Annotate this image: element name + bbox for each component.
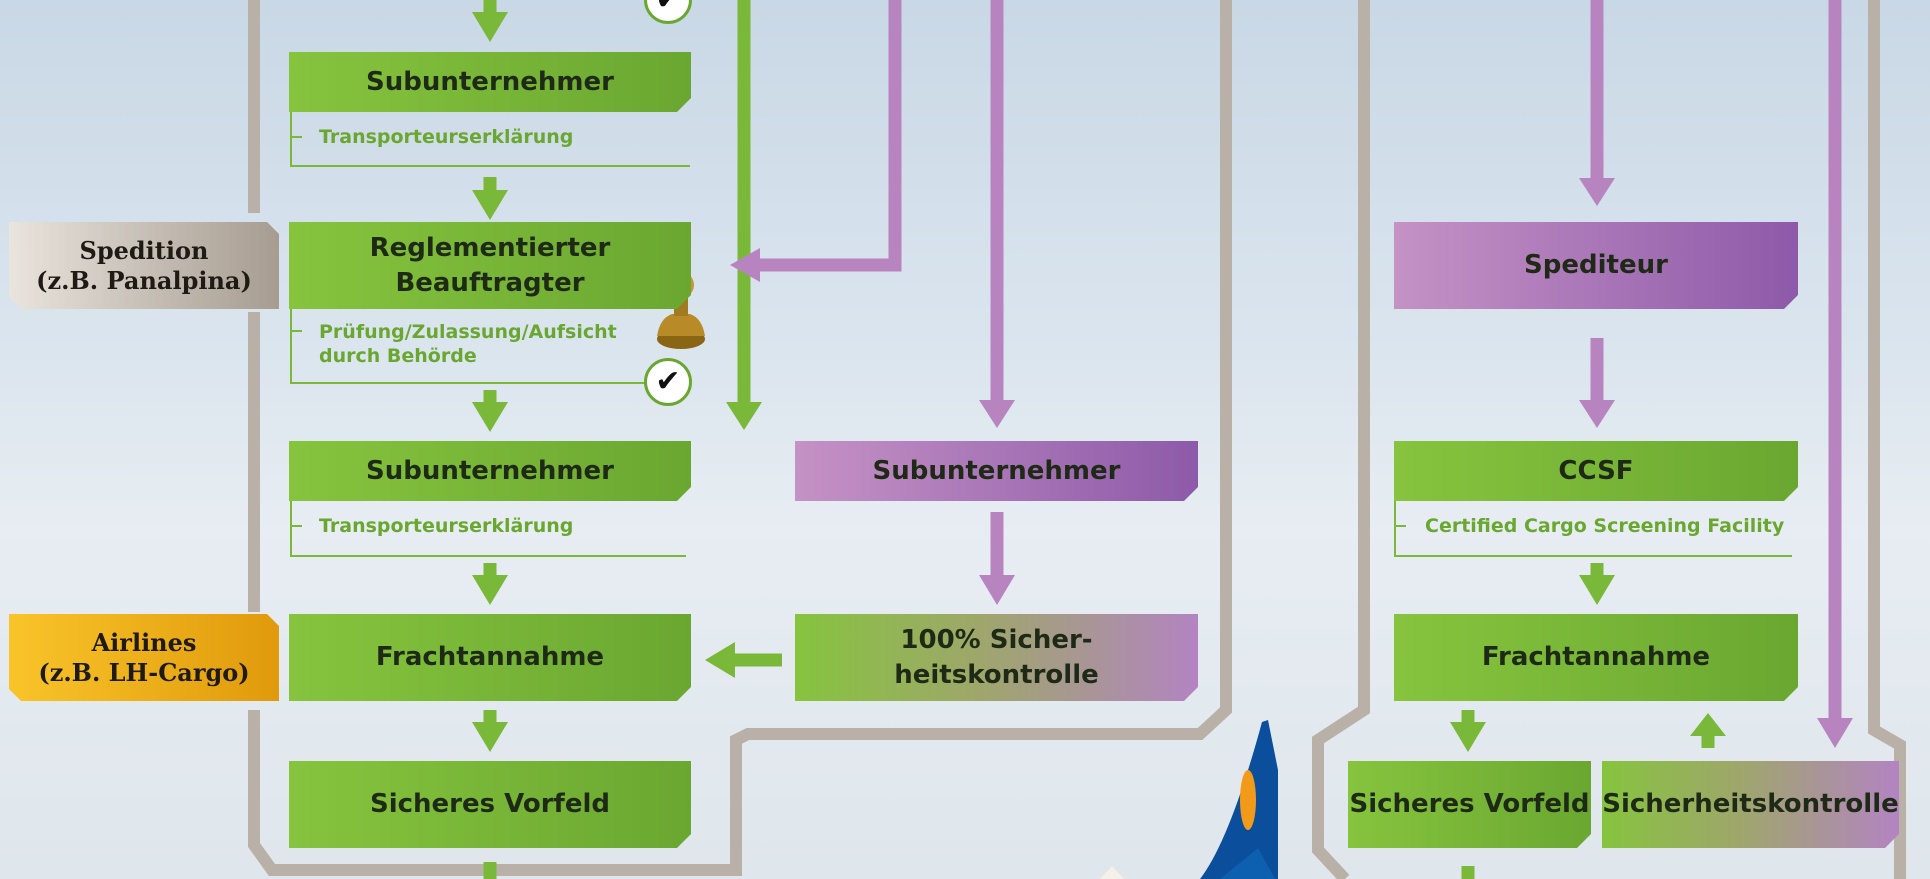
box-frachtannahme-left: Frachtannahme xyxy=(289,614,691,701)
box-sicheres-vorfeld-left: Sicheres Vorfeld xyxy=(289,761,691,848)
note-brackets xyxy=(290,108,1792,557)
box-sicherheitskontrolle: Sicherheitskontrolle xyxy=(1602,761,1899,848)
note-pruefung-behoerde: Prüfung/Zulassung/Aufsicht durch Behörde xyxy=(319,321,617,367)
box-reglementierter-beauftragter: Reglementierter Beauftragter xyxy=(289,222,691,309)
box-100-sicherheitskontrolle: 100% Sicher- heitskontrolle xyxy=(795,614,1198,701)
note-transporteurserklaerung-1: Transporteurserklärung xyxy=(319,126,574,148)
frame-left xyxy=(248,0,1232,876)
check-icon: ✔ xyxy=(644,358,692,406)
purple-arrows xyxy=(730,0,1853,748)
label-spedition: Spedition (z.B. Panalpina) xyxy=(9,222,279,309)
note-certified-cargo-screening: Certified Cargo Screening Facility xyxy=(1425,515,1785,537)
box-ccsf: CCSF xyxy=(1394,441,1798,501)
box-subunternehmer-purple: Subunternehmer xyxy=(795,441,1198,501)
label-airlines: Airlines (z.B. LH-Cargo) xyxy=(9,614,279,701)
green-arrows xyxy=(472,0,1726,879)
note-transporteurserklaerung-2: Transporteurserklärung xyxy=(319,515,574,537)
airplane-tail-icon xyxy=(1100,720,1278,879)
box-sicheres-vorfeld-right: Sicheres Vorfeld xyxy=(1348,761,1591,848)
frame-right xyxy=(1312,0,1906,879)
box-subunternehmer-2: Subunternehmer xyxy=(289,441,691,501)
box-frachtannahme-right: Frachtannahme xyxy=(1394,614,1798,701)
box-subunternehmer-1: Subunternehmer xyxy=(289,52,691,112)
box-spediteur: Spediteur xyxy=(1394,222,1798,309)
